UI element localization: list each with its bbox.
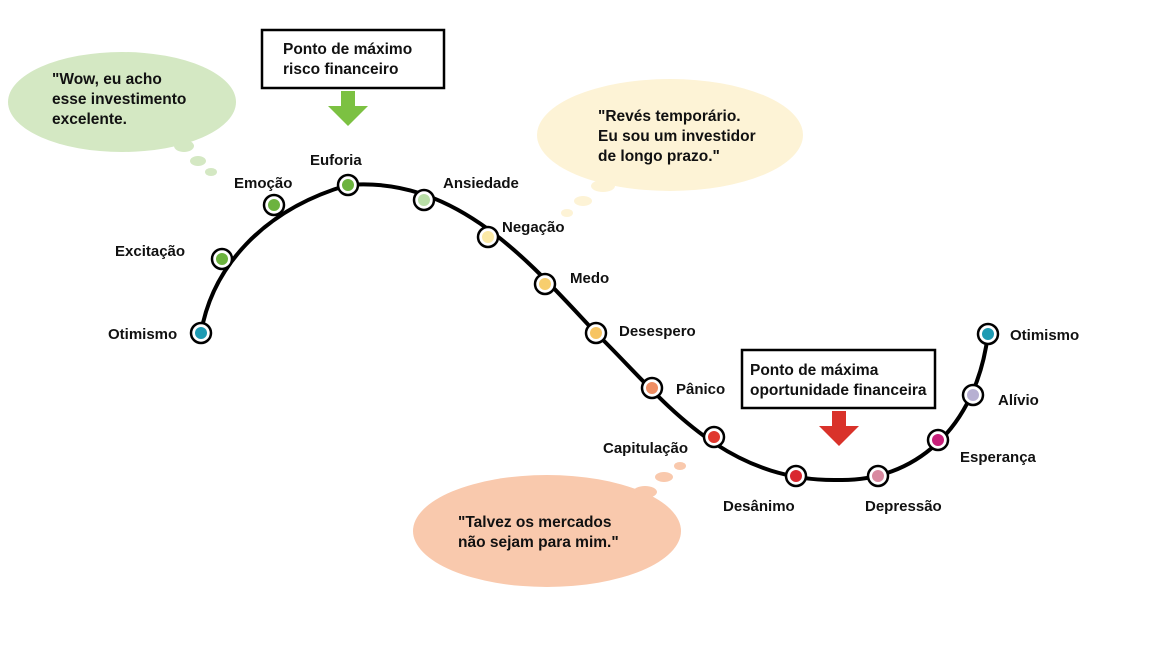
thought-bubble-denial-dot (574, 196, 592, 206)
callout-max-opportunity: Ponto de máxima oportunidade financeira (740, 348, 937, 446)
stage-marker-dot (268, 199, 280, 211)
callout-max-risk: Ponto de máximo risco financeiro (260, 28, 446, 126)
stage-label: Otimismo (108, 326, 177, 343)
thought-bubble-denial-text: "Revés temporário. Eu sou um investidor … (598, 108, 760, 165)
callout-max-risk-box (260, 28, 446, 90)
stage-marker-dot (932, 434, 944, 446)
stage-label: Excitação (115, 243, 185, 260)
stage-marker-dot (708, 431, 720, 443)
stage-marker-dot (418, 194, 430, 206)
callout-max-opportunity-text: Ponto de máxima oportunidade financeira (750, 362, 927, 399)
stage-marker-dot (342, 179, 354, 191)
stage-marker-dot (967, 389, 979, 401)
stage-label: Negação (502, 219, 565, 236)
callout-max-opportunity-box (740, 348, 937, 410)
stage-marker-dot (482, 231, 494, 243)
stage-label: Depressão (865, 498, 942, 515)
thought-bubble-euphoria-dot (190, 156, 206, 166)
stage-markers: Otimismo Excitação Emoção EuforiaAnsiedadeN… (108, 152, 1079, 515)
stage-label: Capitulação (603, 440, 688, 457)
stage-label: Esperança (960, 449, 1037, 466)
stage-marker-dot (790, 470, 802, 482)
thought-bubble-euphoria-text: "Wow, eu acho esse investimento excelent… (52, 71, 191, 128)
stage-marker-dot (216, 253, 228, 265)
thought-bubble-euphoria-dot (205, 168, 217, 176)
thought-bubble-denial: "Revés temporário. Eu sou um investidor … (537, 79, 803, 217)
thought-bubble-capitulation-dot (655, 472, 673, 482)
thought-bubble-capitulation-dot (633, 486, 657, 498)
stage-marker-dot (195, 327, 207, 339)
thought-bubble-denial-dot (561, 209, 573, 217)
thought-bubble-euphoria: "Wow, eu acho esse investimento excelent… (8, 52, 236, 176)
thought-bubble-euphoria-cloud (8, 52, 236, 152)
stage-marker-dot (982, 328, 994, 340)
stage-marker-dot (646, 382, 658, 394)
stage-marker-dot (872, 470, 884, 482)
stage-label: Pânico (676, 381, 725, 398)
thought-bubble-denial-cloud (537, 79, 803, 191)
thought-bubble-euphoria-dot (174, 140, 194, 152)
stage-label: Emoção (234, 175, 292, 192)
thought-bubble-capitulation-cloud (413, 475, 681, 587)
thought-bubble-capitulation-dot (674, 462, 686, 470)
thought-bubble-denial-dot (591, 180, 615, 192)
down-arrow-icon (328, 91, 368, 126)
thought-bubble-capitulation: "Talvez os mercados não sejam para mim." (413, 462, 686, 587)
stage-marker-dot (539, 278, 551, 290)
stage-label: Euforia (310, 152, 362, 169)
stage-label: Desânimo (723, 498, 795, 515)
stage-marker-dot (590, 327, 602, 339)
stage-label: Alívio (998, 392, 1039, 409)
stage-label: Medo (570, 270, 609, 287)
stage-label: Otimismo (1010, 327, 1079, 344)
thought-bubble-capitulation-text: "Talvez os mercados não sejam para mim." (458, 514, 619, 551)
callout-max-risk-text: Ponto de máximo risco financeiro (283, 41, 417, 78)
stage-label: Ansiedade (443, 175, 519, 192)
down-arrow-icon (819, 411, 859, 446)
stage-label: Desespero (619, 323, 696, 340)
